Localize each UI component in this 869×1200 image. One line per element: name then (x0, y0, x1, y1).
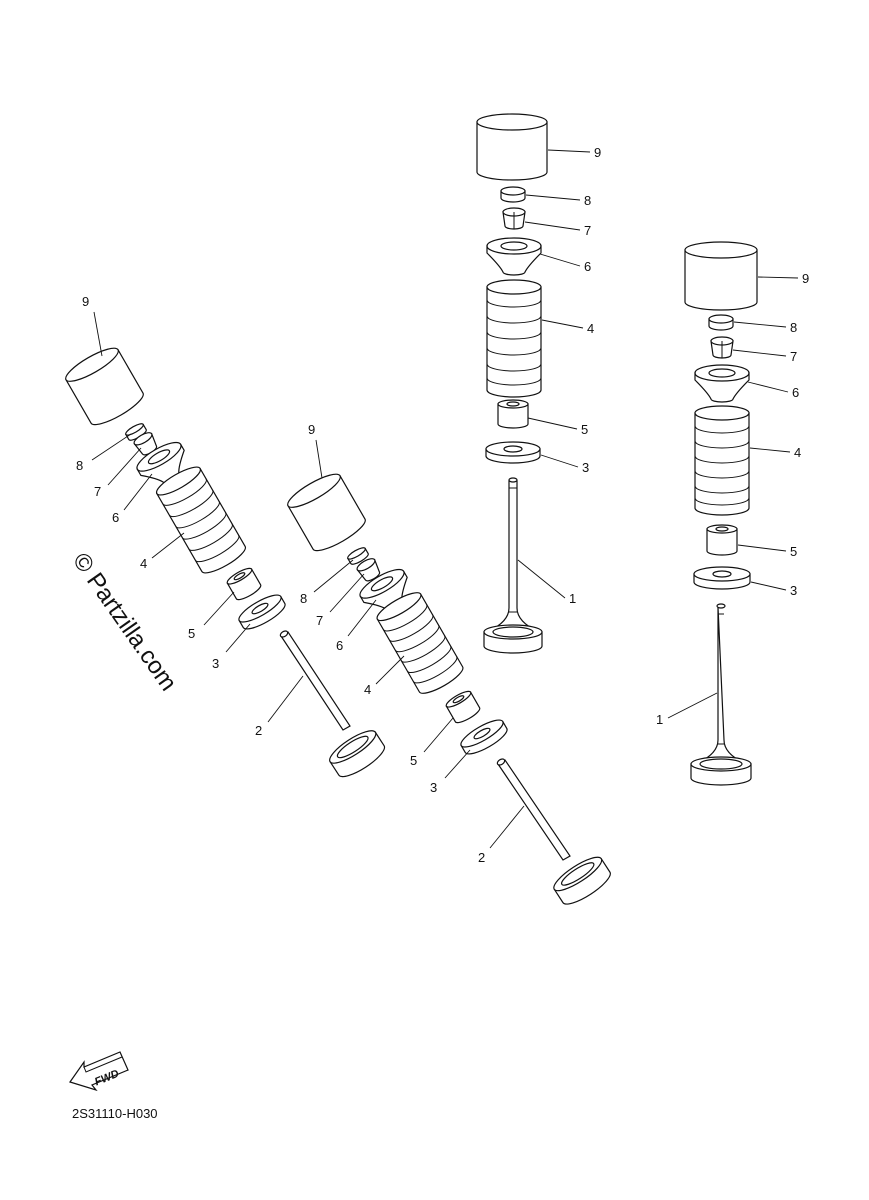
valve-cotter-top (502, 207, 526, 230)
callout-6-top: 6 (584, 259, 591, 274)
valve-spring-left (155, 466, 247, 574)
callout-5-right: 5 (790, 544, 797, 559)
callout-6-middle: 6 (336, 638, 343, 653)
spring-seat-middle (460, 719, 508, 755)
callout-5-middle: 5 (410, 753, 417, 768)
callout-5-left: 5 (188, 626, 195, 641)
oil-seal-right (706, 524, 738, 556)
valve-assembly-middle: 9 8 7 6 4 5 3 2 (287, 422, 611, 905)
callout-9-top: 9 (594, 145, 601, 160)
valve-cotter-right (710, 336, 734, 359)
callout-4-right: 4 (794, 445, 801, 460)
callout-3-middle: 3 (430, 780, 437, 795)
forward-arrow-icon: FWD (69, 1051, 129, 1092)
callout-1-right: 1 (656, 712, 663, 727)
valve-spring-retainer-left (136, 441, 185, 484)
callout-3-left: 3 (212, 656, 219, 671)
valve-assembly-top: 9 8 7 6 4 5 3 1 (476, 113, 601, 654)
callout-6-right: 6 (792, 385, 799, 400)
callout-9-middle: 9 (308, 422, 315, 437)
callout-9-right: 9 (802, 271, 809, 286)
valve-intake-top (483, 477, 543, 654)
callout-2-left: 2 (255, 723, 262, 738)
callout-8-left: 8 (76, 458, 83, 473)
callout-5-top: 5 (581, 422, 588, 437)
spring-seat-left (238, 594, 286, 630)
callout-8-middle: 8 (300, 591, 307, 606)
callout-1-top: 1 (569, 591, 576, 606)
valve-spring-right (694, 405, 750, 516)
spring-seat-right (693, 566, 751, 590)
oil-seal-top (497, 399, 529, 429)
callout-7-right: 7 (790, 349, 797, 364)
callout-7-middle: 7 (316, 613, 323, 628)
oil-seal-left (226, 567, 262, 601)
callout-4-top: 4 (587, 321, 594, 336)
callout-8-right: 8 (790, 320, 797, 335)
diagram-code: 2S31110-H030 (72, 1106, 158, 1121)
callout-3-right: 3 (790, 583, 797, 598)
callout-7-left: 7 (94, 484, 101, 499)
valve-assembly-right: 9 8 7 6 4 5 3 1 (656, 241, 809, 786)
valve-lifter-left (65, 347, 144, 426)
callout-9-left: 9 (82, 294, 89, 309)
valve-exhaust-middle (496, 758, 611, 905)
valve-lifter-middle (287, 473, 366, 552)
valve-exhaust-left (279, 630, 386, 778)
callout-6-left: 6 (112, 510, 119, 525)
spring-seat-top (485, 441, 541, 464)
valve-spring-retainer-right (694, 364, 750, 403)
callout-8-top: 8 (584, 193, 591, 208)
callout-4-middle: 4 (364, 682, 371, 697)
watermark: © Partzilla.com (67, 548, 182, 696)
oil-seal-middle (445, 690, 481, 724)
valve-spring-retainer-top (486, 237, 542, 276)
valve-assembly-left: 9 8 7 6 4 5 3 2 (65, 294, 386, 778)
valve-lifter-right (684, 241, 758, 311)
valve-spring-middle (376, 592, 464, 694)
callout-3-top: 3 (582, 460, 589, 475)
valve-pad-top (500, 186, 526, 203)
valve-exhaust-right (690, 603, 752, 786)
valve-lifter-top (476, 113, 548, 181)
valve-pad-right (708, 314, 734, 331)
callout-4-left: 4 (140, 556, 147, 571)
valve-spring-top (486, 279, 542, 398)
callout-7-top: 7 (584, 223, 591, 238)
callout-2-middle: 2 (478, 850, 485, 865)
